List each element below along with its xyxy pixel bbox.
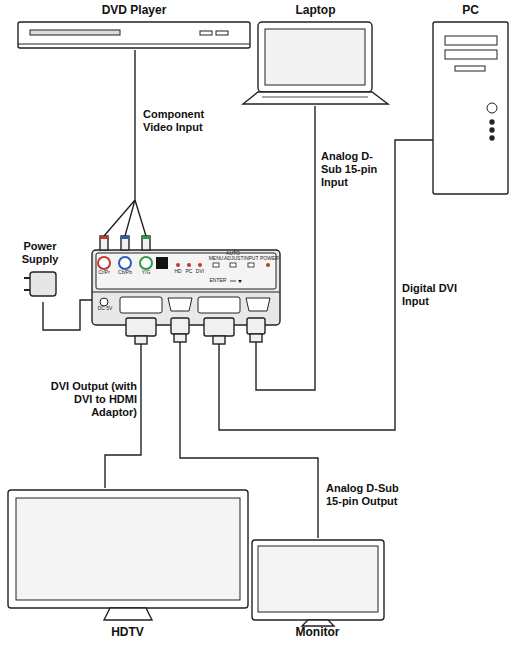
hdtv xyxy=(8,490,248,608)
equipment-node: Monitor xyxy=(250,538,385,648)
panel-label: PC xyxy=(183,269,195,274)
equipment-node: HDTV xyxy=(5,488,250,648)
converter-housing xyxy=(92,250,280,325)
panel-label: DVI xyxy=(194,269,206,274)
cable xyxy=(125,50,135,250)
device-label: Power Supply xyxy=(8,240,72,265)
cable-label: DVI Output (with DVI to HDMI Adaptor) xyxy=(46,380,138,420)
panel-label: HD xyxy=(172,269,184,274)
equipment-node: Laptop xyxy=(243,4,388,106)
cable-label: Analog D-Sub 15-pin Output xyxy=(325,482,407,508)
panel-label: Cr/Pr xyxy=(96,270,112,275)
equipment-node: PC xyxy=(433,4,508,194)
panel-label: INPUT xyxy=(243,256,259,261)
monitor xyxy=(252,540,384,620)
panel-label: POWER xyxy=(260,256,277,261)
pc-tower xyxy=(433,22,508,194)
panel-label: MENU xyxy=(208,256,224,261)
power-adapter xyxy=(30,272,56,296)
equipment-node: Power Supply xyxy=(8,240,72,302)
equipment-node: Cr/Pr Cb/Pb Y/G HDPCDVI MENUAUTO ADJUSTINPUT… xyxy=(92,250,280,325)
laptop xyxy=(258,22,372,92)
device-label: DVD Player xyxy=(18,4,250,18)
dvd-player xyxy=(18,22,250,48)
device-label: Monitor xyxy=(250,626,385,640)
cable-label: Analog D-Sub 15-pin Input xyxy=(320,150,394,190)
equipment-node: DVD Player xyxy=(18,4,250,50)
device-label: Laptop xyxy=(243,4,388,18)
cable xyxy=(256,106,315,390)
cable xyxy=(43,300,92,330)
panel-label: Y/G xyxy=(138,270,154,275)
panel-label: ENTER xyxy=(209,278,227,283)
device-label: PC xyxy=(433,4,508,18)
panel-label: Cb/Pb xyxy=(117,270,133,275)
panel-label: DC 5V xyxy=(94,306,116,311)
cable-label: Component Video Input xyxy=(142,108,216,134)
device-label: HDTV xyxy=(5,626,250,640)
panel-label: AUTO ADJUST xyxy=(224,251,242,262)
cable-label: Digital DVI Input xyxy=(401,282,463,308)
